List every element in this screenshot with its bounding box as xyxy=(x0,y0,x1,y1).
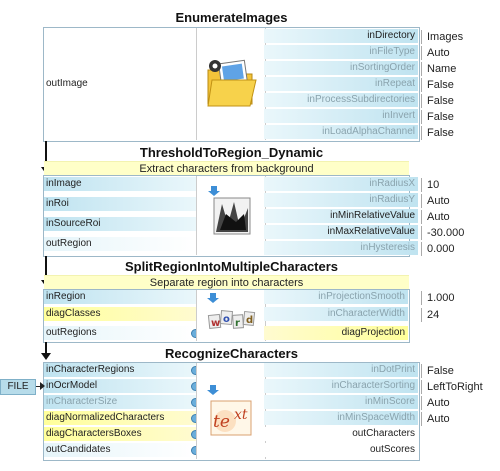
value-inRadiusY[interactable]: Auto xyxy=(421,194,450,208)
port-inInvert[interactable]: inInvert xyxy=(264,109,418,123)
value-inRepeat[interactable]: False xyxy=(421,78,454,92)
port-inDirectory[interactable]: inDirectory xyxy=(264,29,418,43)
value-inCharacterWidth[interactable]: 24 xyxy=(421,308,439,322)
value-inLoadAlphaChannel[interactable]: False xyxy=(421,126,454,140)
value-inProcessSubdirectories[interactable]: False xyxy=(421,94,454,108)
connection-line xyxy=(45,342,47,355)
svg-text:o: o xyxy=(223,314,230,325)
file-input-tag[interactable]: FILE xyxy=(0,379,36,395)
port-inSourceRoi[interactable]: inSourceRoi xyxy=(44,217,196,231)
connection-arrowhead xyxy=(41,353,51,360)
port-inImage[interactable]: inImage xyxy=(44,177,196,191)
value-inRadiusX[interactable]: 10 xyxy=(421,178,439,192)
port-outScores[interactable]: outScores xyxy=(264,443,418,457)
port-inFileType[interactable]: inFileType xyxy=(264,45,418,59)
filter-description: Extract characters from background xyxy=(44,161,409,177)
port-inProcessSubdirectories[interactable]: inProcessSubdirectories xyxy=(264,93,418,107)
port-inCharacterSorting[interactable]: inCharacterSorting xyxy=(264,379,418,393)
port-inRepeat[interactable]: inRepeat xyxy=(264,77,418,91)
value-inFileType[interactable]: Auto xyxy=(421,46,450,60)
value-inDirectory[interactable]: Images xyxy=(421,30,463,44)
port-inMinScore[interactable]: inMinScore xyxy=(264,395,418,409)
port-outRegion[interactable]: outRegion xyxy=(44,237,196,251)
value-inMaxRelativeValue[interactable]: -30.000 xyxy=(421,226,464,240)
port-inHysteresis[interactable]: inHysteresis xyxy=(264,241,418,255)
filter-title-recognize-characters: RecognizeCharacters xyxy=(165,346,298,361)
port-inRadiusY[interactable]: inRadiusY xyxy=(264,193,418,207)
port-outRegions[interactable]: outRegions xyxy=(44,326,196,340)
port-diagProjection[interactable]: diagProjection xyxy=(264,326,408,340)
filter-description: Separate region into characters xyxy=(44,275,409,291)
svg-text:te: te xyxy=(213,412,230,432)
port-diagClasses[interactable]: diagClasses xyxy=(44,307,196,321)
filter-icon-area xyxy=(196,176,266,255)
value-inMinRelativeValue[interactable]: Auto xyxy=(421,210,450,224)
port-inMinRelativeValue[interactable]: inMinRelativeValue xyxy=(264,209,418,223)
folder-images-icon xyxy=(207,59,257,107)
port-inProjectionSmooth[interactable]: inProjectionSmooth xyxy=(264,290,408,304)
port-inMaxRelativeValue[interactable]: inMaxRelativeValue xyxy=(264,225,418,239)
filter-icon-area: w o r d xyxy=(196,290,266,341)
connection-line xyxy=(45,141,47,169)
port-inLoadAlphaChannel[interactable]: inLoadAlphaChannel xyxy=(264,125,418,139)
filter-title-threshold: ThresholdToRegion_Dynamic xyxy=(139,145,324,160)
port-inCharacterSize[interactable]: inCharacterSize xyxy=(44,395,196,409)
svg-text:d: d xyxy=(246,315,253,326)
port-inSortingOrder[interactable]: inSortingOrder xyxy=(264,61,418,75)
value-inCharacterSorting[interactable]: LeftToRight xyxy=(421,380,483,394)
port-inOcrModel[interactable]: inOcrModel xyxy=(44,379,196,393)
svg-text:xt: xt xyxy=(234,407,248,423)
port-outImage[interactable]: outImage xyxy=(44,77,196,91)
threshold-region-icon xyxy=(208,186,251,235)
port-inRegion[interactable]: inRegion xyxy=(44,290,196,304)
port-diagCharactersBoxes[interactable]: diagCharactersBoxes xyxy=(44,427,196,441)
value-inMinSpaceWidth[interactable]: Auto xyxy=(421,412,450,426)
port-inRadiusX[interactable]: inRadiusX xyxy=(264,177,418,191)
value-inProjectionSmooth[interactable]: 1.000 xyxy=(421,291,455,305)
filter-icon-area: te xt xyxy=(196,363,266,459)
value-inMinScore[interactable]: Auto xyxy=(421,396,450,410)
filter-title-enumerate-images: EnumerateImages xyxy=(175,10,288,25)
value-inDotPrint[interactable]: False xyxy=(421,364,454,378)
connection-line xyxy=(45,256,47,282)
filter-icon-area xyxy=(196,28,266,140)
value-inHysteresis[interactable]: 0.000 xyxy=(421,242,455,256)
port-inDotPrint[interactable]: inDotPrint xyxy=(264,363,418,377)
text-ocr-icon: te xt xyxy=(207,385,252,436)
file-connection-line xyxy=(36,386,42,387)
svg-text:w: w xyxy=(211,318,220,329)
port-inCharacterRegions[interactable]: inCharacterRegions xyxy=(44,363,196,377)
port-inCharacterWidth[interactable]: inCharacterWidth xyxy=(264,307,408,321)
port-diagNormalizedCharacters[interactable]: diagNormalizedCharacters xyxy=(44,411,196,425)
port-inRoi[interactable]: inRoi xyxy=(44,197,196,211)
value-inInvert[interactable]: False xyxy=(421,110,454,124)
svg-text:r: r xyxy=(235,318,240,329)
port-outCharacters[interactable]: outCharacters xyxy=(264,427,418,441)
value-inSortingOrder[interactable]: Name xyxy=(421,62,456,76)
port-inMinSpaceWidth[interactable]: inMinSpaceWidth xyxy=(264,411,418,425)
filter-title-split-region: SplitRegionIntoMultipleCharacters xyxy=(124,259,339,274)
word-split-icon: w o r d xyxy=(207,293,256,330)
port-outCandidates[interactable]: outCandidates xyxy=(44,443,196,457)
file-connection-arrowhead xyxy=(40,382,45,390)
